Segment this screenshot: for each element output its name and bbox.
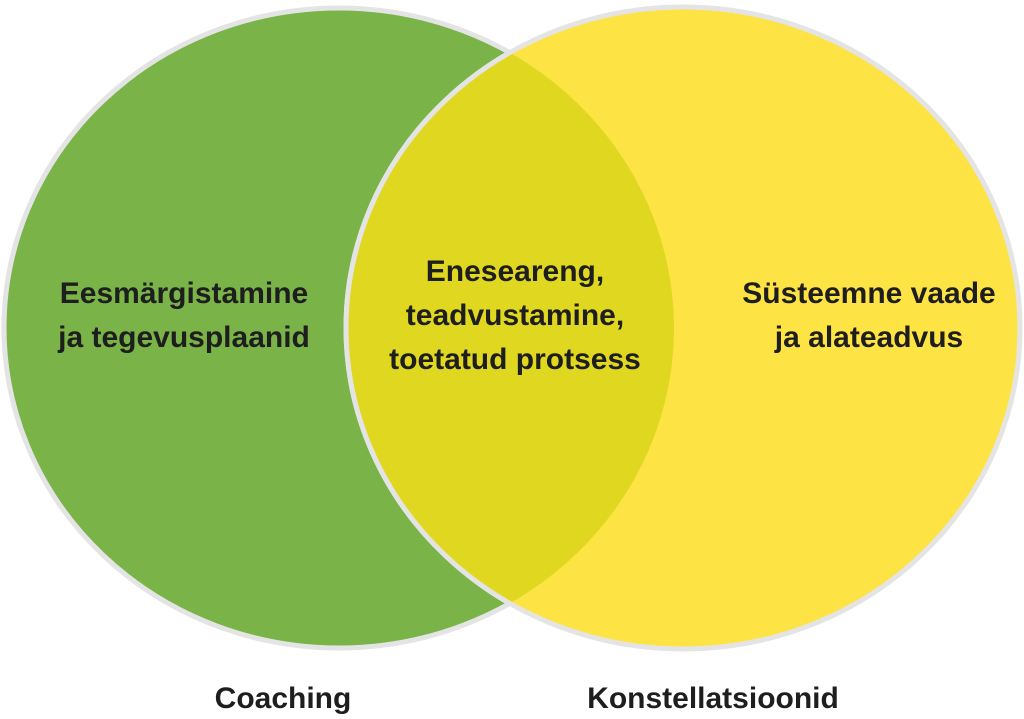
overlap-border (343, 8, 674, 648)
coaching-text-line-1: Eesmärgistamine (60, 277, 308, 310)
konstellatsioonid-text-line-2: ja alateadvus (774, 321, 963, 354)
overlap-text-line-3: toetatud protsess (389, 343, 641, 376)
konstellatsioonid-text-line-1: Süsteemne vaade (742, 277, 995, 310)
overlap-text-line-2: teadvustamine, (406, 299, 624, 332)
konstellatsioonid-label: Konstellatsioonid (587, 682, 839, 715)
overlap-text-line-1: Eneseareng, (426, 255, 604, 288)
coaching-label: Coaching (215, 682, 352, 715)
coaching-text-line-2: ja tegevusplaanid (57, 321, 310, 354)
overlap-region (348, 9, 674, 647)
